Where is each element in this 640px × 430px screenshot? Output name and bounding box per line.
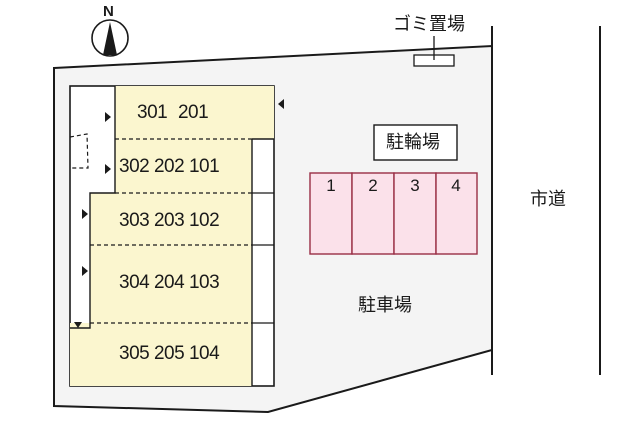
north-compass-icon bbox=[91, 19, 129, 57]
bicycle-slot-4: 4 bbox=[451, 176, 461, 195]
bicycle-parking-label: 駐輪場 bbox=[386, 132, 440, 153]
units-row-1: 301 201 bbox=[137, 102, 209, 123]
bicycle-slot-1: 1 bbox=[326, 176, 336, 195]
compass-label: N bbox=[103, 3, 114, 20]
units-row-3: 303 203 102 bbox=[119, 210, 220, 231]
units-row-4: 304 204 103 bbox=[119, 272, 220, 293]
units-row-5: 305 205 104 bbox=[119, 343, 220, 364]
units-row-2: 302 202 101 bbox=[119, 156, 220, 177]
bicycle-parking-slots bbox=[309, 172, 478, 255]
entrance-arrows bbox=[74, 99, 284, 328]
bicycle-parking-label-box bbox=[373, 124, 458, 161]
city-road-label: 市道 bbox=[530, 189, 566, 210]
garbage-area-label: ゴミ置場 bbox=[393, 14, 465, 35]
bicycle-slot-3: 3 bbox=[410, 176, 420, 195]
bicycle-slot-2: 2 bbox=[368, 176, 378, 195]
car-parking-label: 駐車場 bbox=[358, 295, 412, 316]
units-area bbox=[70, 86, 274, 386]
